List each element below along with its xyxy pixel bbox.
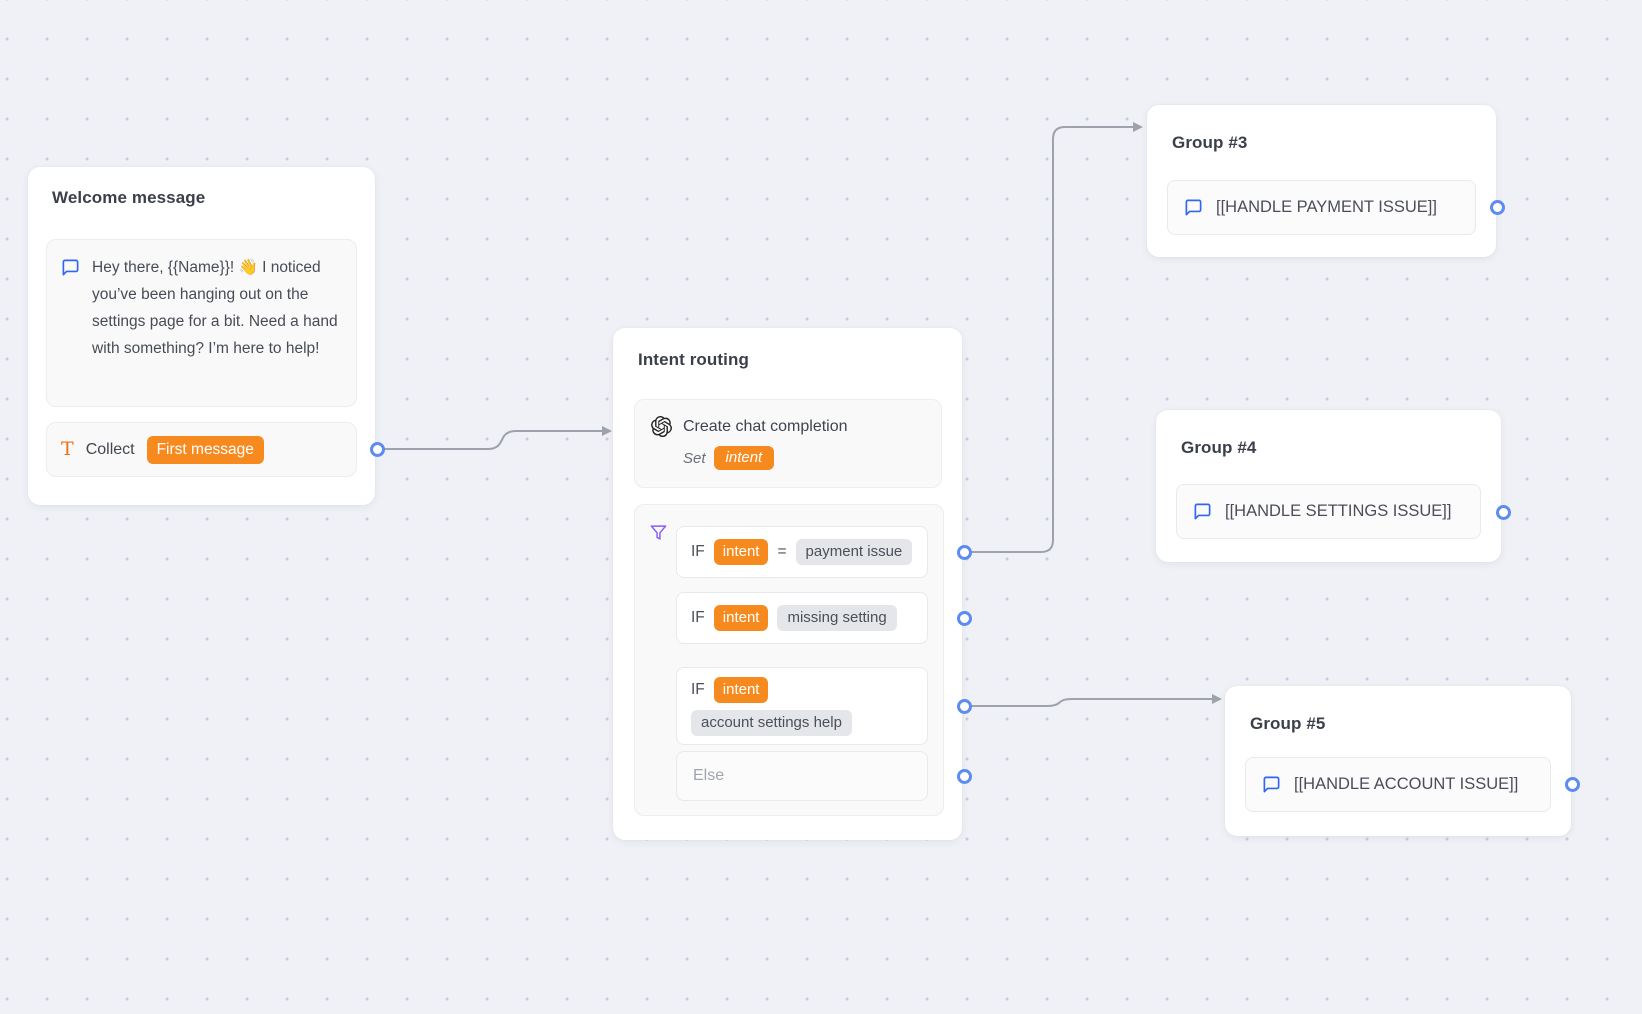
arrowhead-group5	[1212, 694, 1222, 704]
port-condition-2-out[interactable]	[957, 611, 972, 626]
node-title: Group #4	[1181, 438, 1256, 458]
port-group4-out[interactable]	[1496, 505, 1511, 520]
else-row[interactable]: Else	[676, 751, 928, 801]
step-chat-completion[interactable]: Create chat completion Set intent	[634, 399, 942, 488]
set-variable-badge: intent	[714, 446, 775, 470]
step-group3-message[interactable]: [[HANDLE PAYMENT ISSUE]]	[1167, 180, 1476, 235]
edge-cond3-to-group5	[966, 699, 1212, 706]
condition-value-badge: account settings help	[691, 710, 852, 736]
condition-row-3[interactable]: IF intent account settings help	[676, 667, 928, 745]
node-title: Group #5	[1250, 714, 1325, 734]
condition-value-badge: payment issue	[796, 539, 913, 565]
if-keyword: IF	[691, 609, 705, 627]
group-message-text: [[HANDLE PAYMENT ISSUE]]	[1216, 198, 1437, 217]
node-title: Intent routing	[638, 350, 749, 370]
condition-variable-badge: intent	[714, 539, 769, 565]
group-message-text: [[HANDLE SETTINGS ISSUE]]	[1225, 502, 1451, 521]
step-group4-message[interactable]: [[HANDLE SETTINGS ISSUE]]	[1176, 484, 1481, 539]
edge-welcome-to-intent	[377, 431, 602, 449]
node-title: Group #3	[1172, 133, 1247, 153]
else-label: Else	[693, 767, 724, 785]
step-collect[interactable]: T Collect First message	[46, 422, 357, 477]
port-group5-out[interactable]	[1565, 777, 1580, 792]
set-label: Set	[683, 450, 706, 467]
step-message[interactable]: Hey there, {{Name}}! 👋 I noticed you’ve …	[46, 239, 357, 407]
filter-icon	[650, 524, 667, 541]
condition-variable-badge: intent	[714, 605, 769, 631]
port-condition-3-out[interactable]	[957, 699, 972, 714]
node-welcome-message[interactable]: Welcome message Hey there, {{Name}}! 👋 I…	[28, 167, 375, 505]
arrowhead-intent	[602, 426, 612, 436]
condition-operator: =	[777, 543, 786, 561]
collect-variable-badge: First message	[147, 436, 264, 464]
edge-cond1-to-group3	[966, 127, 1133, 552]
port-welcome-collect-out[interactable]	[370, 442, 385, 457]
collect-label: Collect	[86, 441, 135, 459]
port-group3-out[interactable]	[1490, 200, 1505, 215]
port-else-out[interactable]	[957, 769, 972, 784]
chat-bubble-icon	[61, 258, 80, 277]
port-condition-1-out[interactable]	[957, 545, 972, 560]
arrowhead-group3	[1133, 122, 1143, 132]
step-group5-message[interactable]: [[HANDLE ACCOUNT ISSUE]]	[1245, 757, 1551, 812]
condition-value-badge: missing setting	[777, 605, 896, 631]
if-keyword: IF	[691, 543, 705, 561]
group-message-text: [[HANDLE ACCOUNT ISSUE]]	[1294, 775, 1518, 794]
node-title: Welcome message	[52, 188, 205, 208]
completion-label: Create chat completion	[683, 418, 848, 436]
chat-bubble-icon	[1193, 502, 1212, 521]
chat-bubble-icon	[1184, 198, 1203, 217]
condition-row-1[interactable]: IF intent = payment issue	[676, 526, 928, 578]
text-input-icon: T	[61, 440, 74, 459]
chat-bubble-icon	[1262, 775, 1281, 794]
if-keyword: IF	[691, 681, 705, 699]
condition-row-2[interactable]: IF intent missing setting	[676, 592, 928, 644]
condition-variable-badge: intent	[714, 677, 769, 703]
message-text: Hey there, {{Name}}! 👋 I noticed you’ve …	[92, 254, 342, 362]
openai-icon	[651, 416, 672, 437]
